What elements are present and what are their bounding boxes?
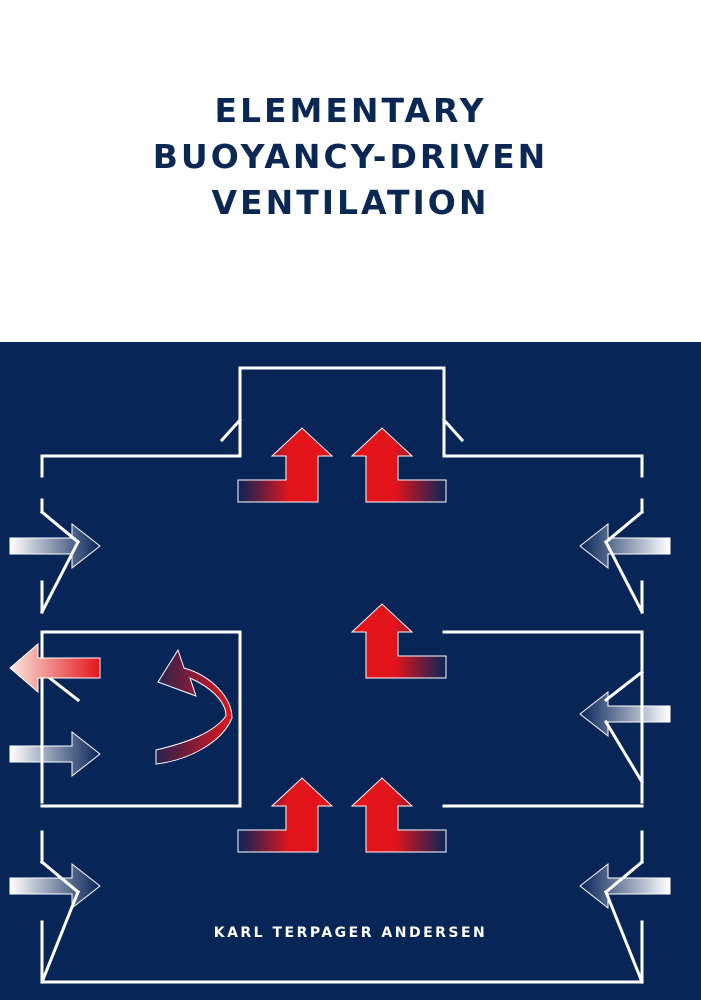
building-outline [39,366,645,984]
title-line-1: ELEMENTARY [214,91,487,130]
fresh-air-inflow-arrows-right [579,522,671,910]
author-name: KARL TERPAGER ANDERSEN [213,925,488,941]
illustration-panel [0,342,701,1000]
fresh-air-inflow-arrows-left [9,522,101,910]
exhaust-outflow-arrow [9,642,101,694]
title-line-3: VENTILATION [211,183,490,222]
title-line-2: BUOYANCY-DRIVEN [152,137,549,176]
warm-rising-arrows [155,427,447,853]
book-title: ELEMENTARY BUOYANCY-DRIVEN VENTILATION [0,88,701,226]
building-section-airflow-icon [9,366,671,984]
